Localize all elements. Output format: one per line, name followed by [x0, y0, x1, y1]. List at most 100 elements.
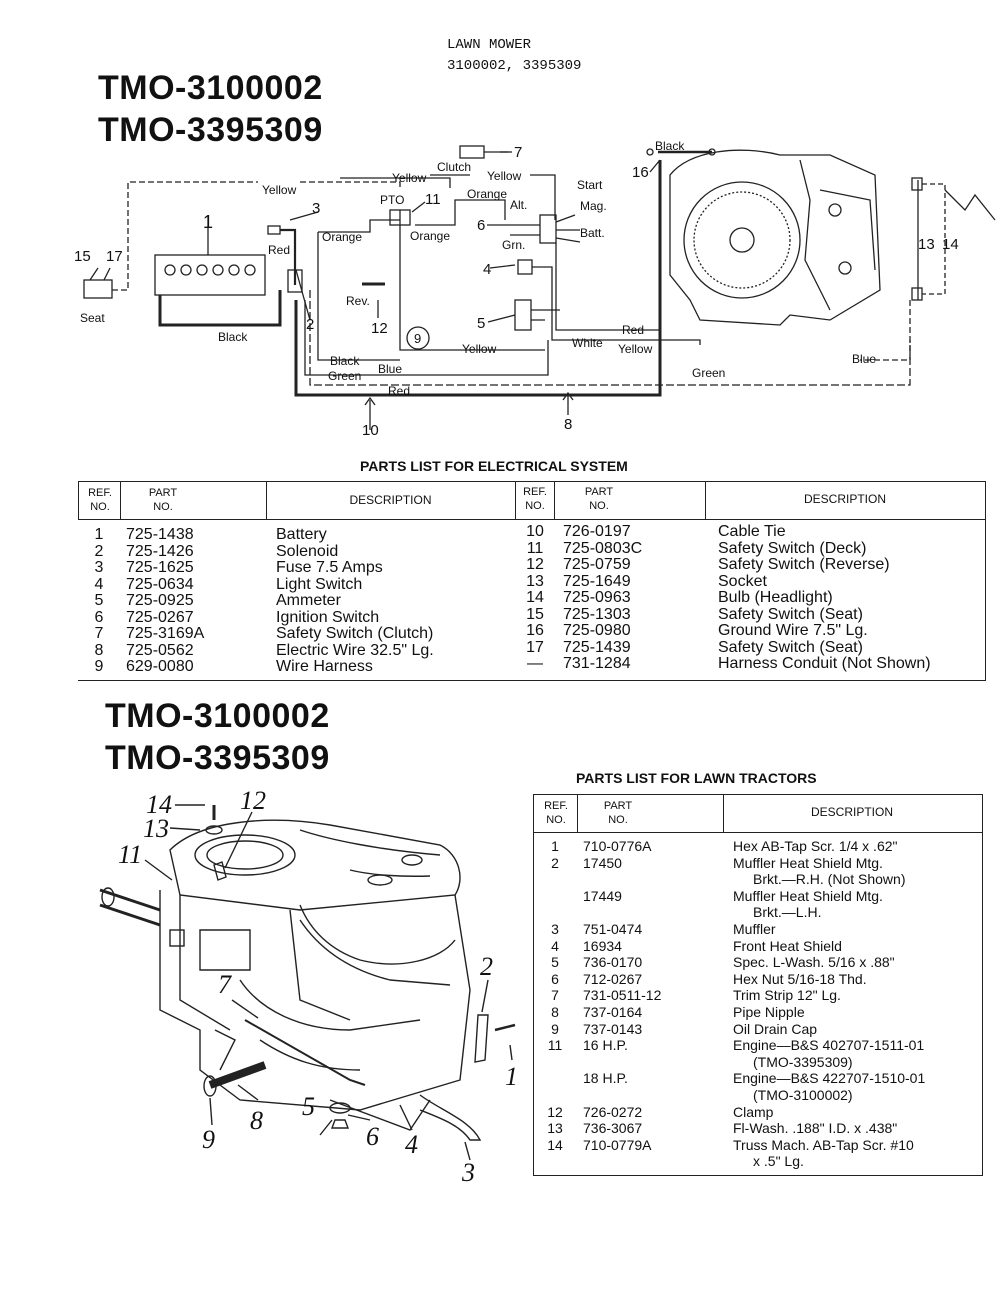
engine-illustration: 14 12 13 11 7 2 1 8 9 5 6 4 3	[0, 780, 540, 1200]
header-line2: 3100002, 3395309	[447, 58, 582, 74]
wire-label-pto: PTO	[380, 193, 405, 207]
wire-label-grn: Grn.	[502, 238, 526, 252]
wiring-ref-17: 17	[106, 248, 123, 265]
table-row: 18 H.P.Engine—B&S 422707-1510-01	[583, 1070, 926, 1087]
engine-callout-3: 3	[462, 1158, 475, 1187]
wiring-ref-11: 11	[425, 191, 441, 208]
wiring-ref-5: 5	[477, 315, 486, 332]
wire-label-seat: Seat	[80, 311, 105, 325]
wire-label-white: White	[572, 336, 603, 350]
wiring-ref-15: 15	[74, 248, 91, 265]
model-number-top-a: TMO-3100002	[98, 69, 323, 107]
engine-callout-11: 11	[118, 840, 143, 869]
wiring-ref-16: 16	[632, 164, 649, 181]
engine-callout-5: 5	[302, 1092, 315, 1121]
model-number-mid-a: TMO-3100002	[105, 697, 330, 735]
elec-header-desc-left: DESCRIPTION	[349, 493, 432, 507]
wiring-diagram-lines	[83, 145, 996, 430]
tractor-header-ref: REF. NO.	[544, 800, 568, 826]
tractor-parts-title: PARTS LIST FOR LAWN TRACTORS	[576, 770, 817, 786]
wire-label-blue-right: Blue	[852, 352, 877, 366]
wire-label-red-right: Red	[622, 323, 645, 337]
wire-label-start: Start	[577, 178, 603, 192]
wire-label-red-bottom: Red	[388, 384, 411, 398]
wiring-ref-7: 7	[514, 144, 523, 161]
wire-label-black-bottom: Black	[330, 354, 360, 368]
wiring-ref-8: 8	[564, 416, 573, 433]
wire-label-rev: Rev.	[346, 294, 370, 308]
electrical-parts-title: PARTS LIST FOR ELECTRICAL SYSTEM	[360, 458, 628, 474]
engine-callout-7: 7	[218, 970, 231, 999]
wiring-ref-2: 2	[306, 316, 315, 333]
wiring-ref-3: 3	[312, 200, 321, 217]
wire-label-yellow-top: Yellow	[392, 171, 427, 185]
tractor-header-desc: DESCRIPTION	[810, 805, 893, 819]
wire-label-mag: Mag.	[580, 199, 607, 213]
wire-label-green-right: Green	[692, 366, 726, 380]
model-number-mid-b: TMO-3395309	[105, 739, 330, 777]
model-number-top-b: TMO-3395309	[98, 111, 323, 149]
wire-label-clutch: Clutch	[437, 160, 472, 174]
wiring-ref-6: 6	[477, 217, 486, 234]
engine-callout-1: 1	[505, 1062, 518, 1091]
elec-header-part-left: PART NO.	[148, 487, 178, 513]
wiring-diagram: Yellow Yellow Yellow Clutch Orange Orang…	[0, 0, 1000, 450]
engine-callout-14: 14	[146, 790, 172, 819]
wire-label-orange-top: Orange	[467, 187, 508, 201]
engine-callout-13: 13	[143, 814, 169, 843]
engine-callout-9: 9	[202, 1125, 215, 1154]
wiring-ref-4: 4	[483, 261, 492, 278]
header-line1: LAWN MOWER	[447, 37, 532, 53]
elec-header-ref-left: REF. NO.	[88, 487, 112, 513]
wiring-ref-1: 1	[203, 212, 214, 232]
wire-label-green-left: Green	[328, 369, 362, 383]
wire-label-yellow-clutch: Yellow	[487, 169, 522, 183]
engine-drawing	[99, 804, 516, 1161]
table-row: x .5" Lg.	[753, 1153, 804, 1170]
wire-label-batt: Batt.	[580, 226, 605, 240]
wire-label-blue-left: Blue	[378, 362, 403, 376]
table-row: Brkt.—R.H. (Not Shown)	[753, 871, 906, 888]
wire-label-red-fuse: Red	[268, 243, 291, 257]
wire-label-black-battery: Black	[218, 330, 248, 344]
electrical-parts-table: REF. NO. PART NO. DESCRIPTION REF. NO. P…	[78, 481, 986, 681]
elec-header-part-right: PART NO.	[584, 486, 614, 512]
elec-header-desc-right: DESCRIPTION	[803, 492, 886, 506]
wiring-ref-10: 10	[362, 422, 379, 439]
wire-label-alt: Alt.	[510, 198, 528, 212]
table-row: Brkt.—L.H.	[753, 904, 822, 921]
wire-label-circle-9: 9	[414, 331, 422, 346]
wire-label-yellow-right: Yellow	[618, 342, 653, 356]
wiring-ref-12: 12	[371, 320, 388, 337]
